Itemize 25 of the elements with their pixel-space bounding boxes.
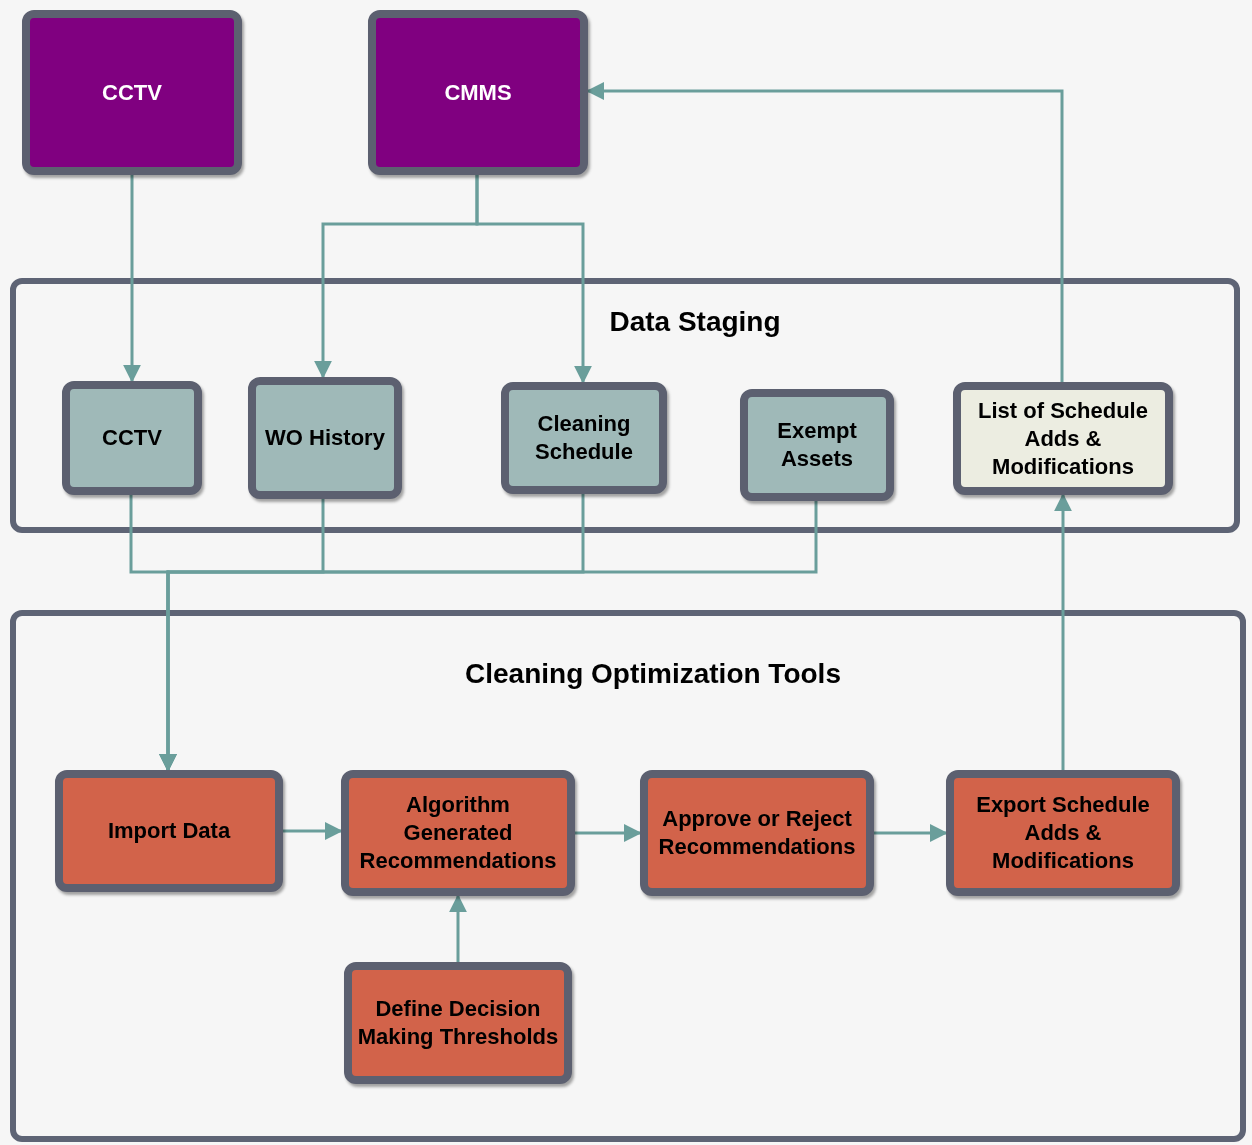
group-panel [10,610,1246,1142]
process-box: Import Data [55,770,283,892]
connector-arrow [475,175,592,384]
connector-arrow [123,175,141,383]
output-list-box: List of Schedule Adds & Modifications [953,382,1173,495]
process-box: Algorithm Generated Recommendations [341,770,575,896]
group-panel [10,278,1240,533]
staging-box: CCTV [62,381,202,495]
staging-box: Cleaning Schedule [501,382,667,494]
staging-box: WO History [248,377,402,499]
staging-box: Exempt Assets [740,389,894,501]
connector-arrow [575,824,642,842]
connector-arrow [449,894,467,962]
connector-arrow [586,82,1064,382]
connector-arrow [159,501,818,772]
group-title: Data Staging [609,305,781,339]
source-box: CMMS [368,10,588,175]
connector-arrow [874,824,948,842]
process-box: Define Decision Making Thresholds [344,962,572,1084]
process-box: Approve or Reject Recommendations [640,770,874,896]
process-box: Export Schedule Adds & Modifications [946,770,1180,896]
group-title: Cleaning Optimization Tools [465,657,841,691]
connector-arrow [283,822,343,840]
source-box: CCTV [22,10,242,175]
connector-arrow [1054,493,1072,770]
